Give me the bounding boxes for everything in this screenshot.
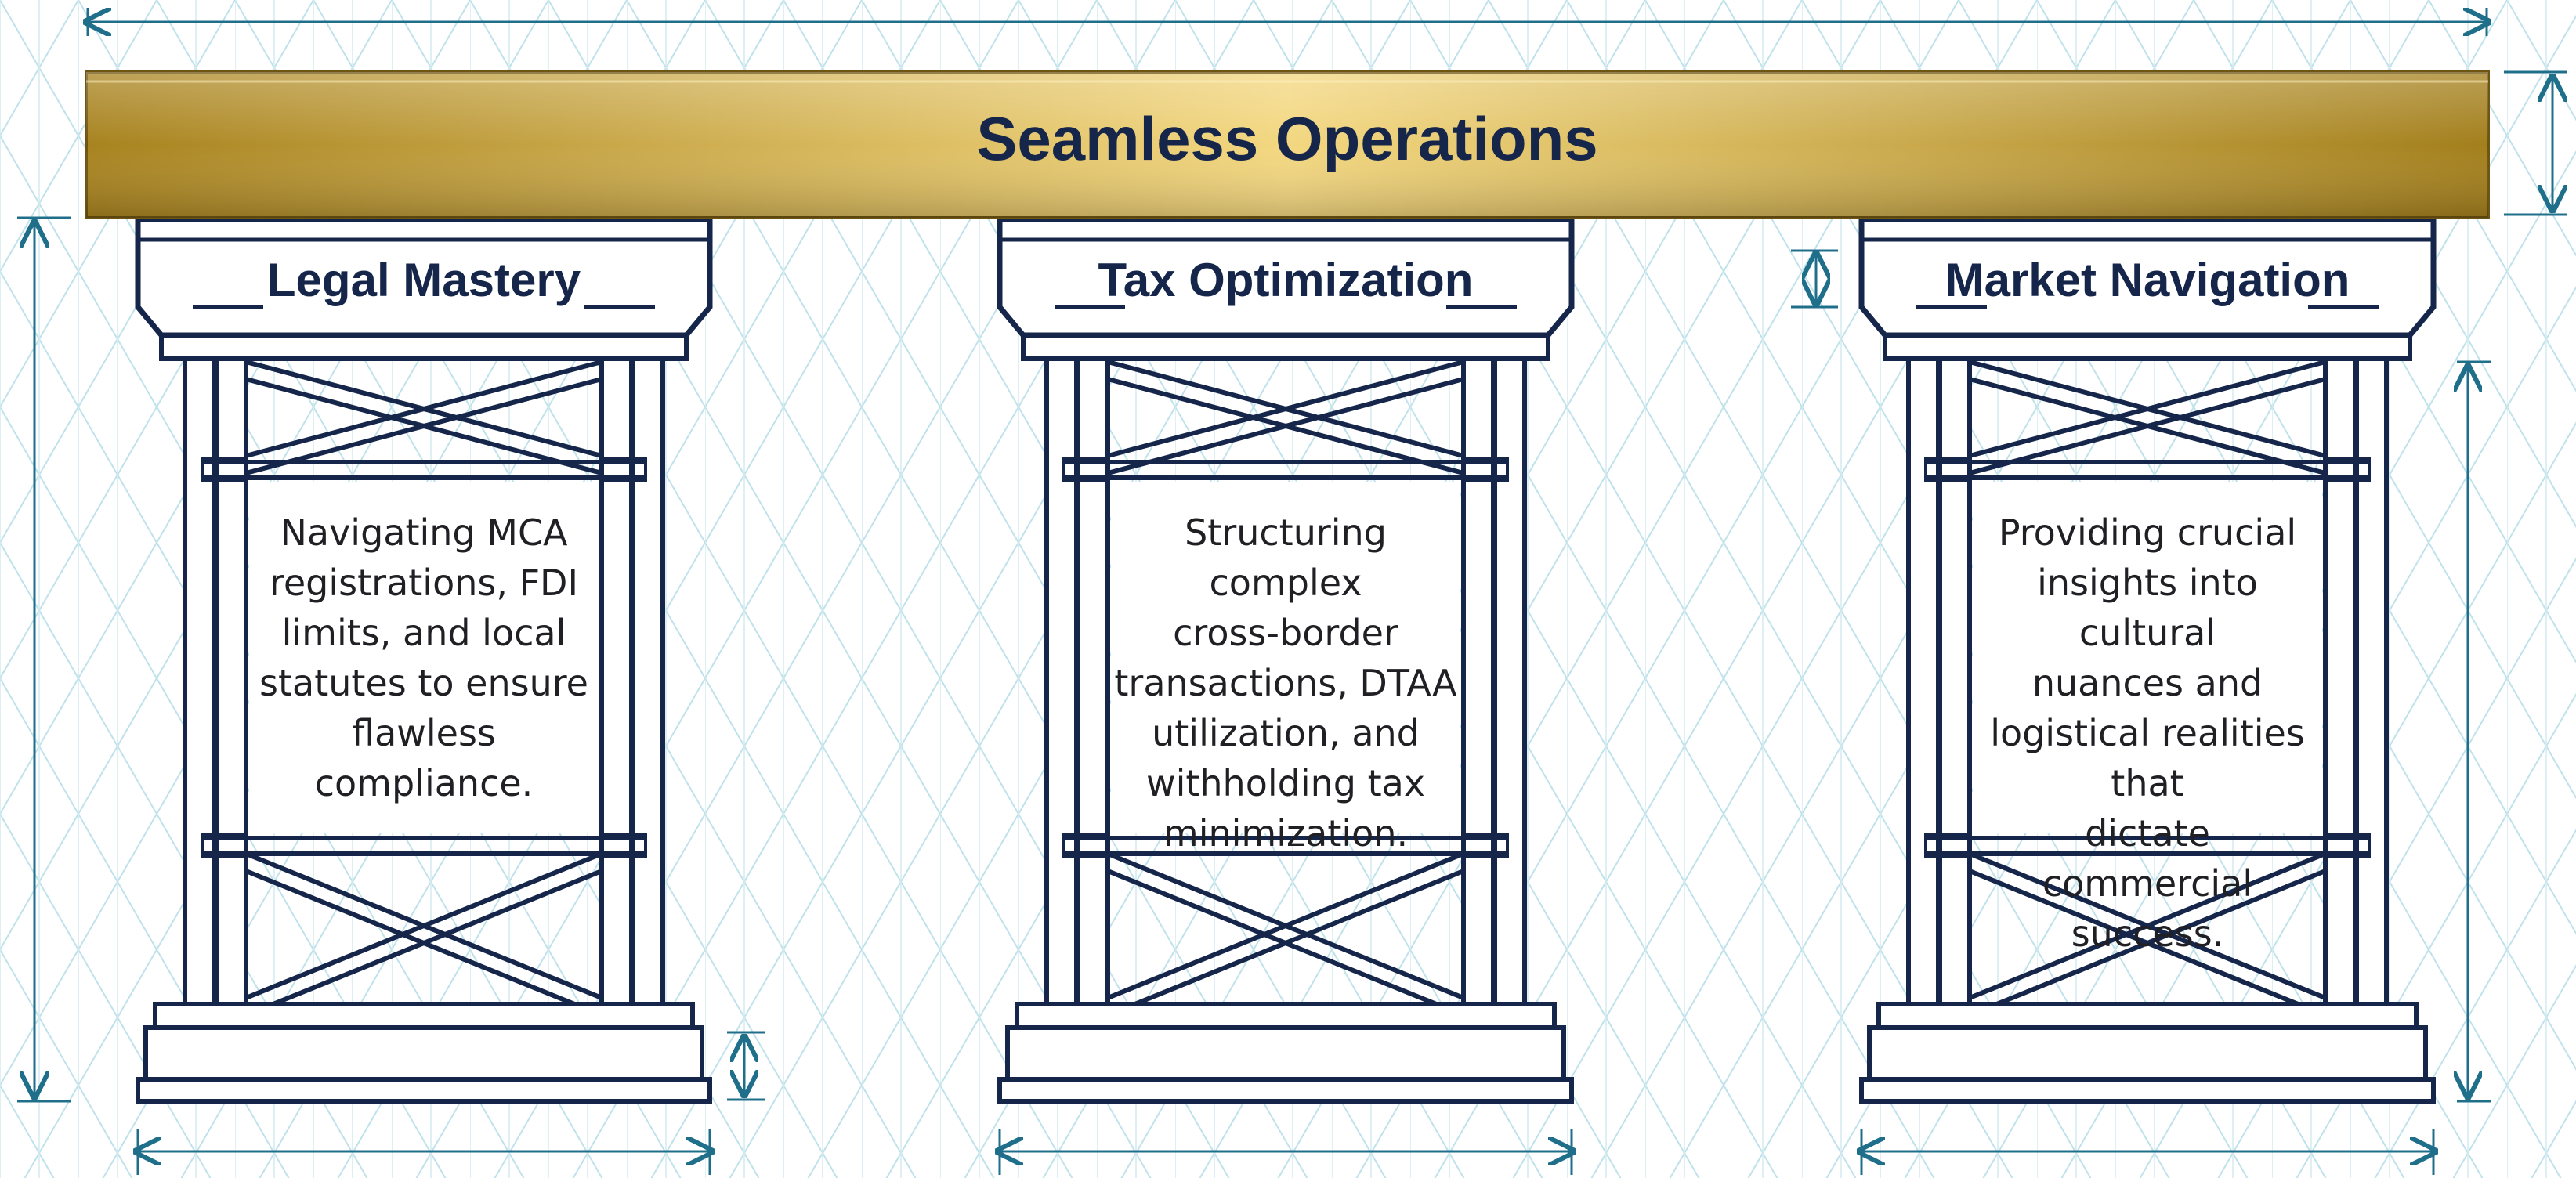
pillar-height-dimension bbox=[17, 216, 71, 1103]
seamless-operations-beam: Seamless Operations bbox=[85, 70, 2490, 219]
pillar-width-dimensions bbox=[138, 1129, 2433, 1175]
beam-height-dimension bbox=[2504, 70, 2567, 216]
pillar-2: Tax Optimization bbox=[997, 216, 1575, 1104]
top-dimension-line bbox=[88, 8, 2487, 36]
pillar-1: Legal Mastery bbox=[135, 216, 713, 1104]
pillar-title: Tax Optimization bbox=[1098, 254, 1474, 306]
pillar-3: Market Navigation bbox=[1858, 216, 2437, 1104]
base-height-dimension bbox=[727, 1031, 765, 1101]
pillar-title: Market Navigation bbox=[1945, 254, 2350, 306]
pillar-description: Structuring complex cross-border transac… bbox=[1114, 511, 1457, 855]
pillar-title: Legal Mastery bbox=[267, 254, 581, 306]
pillar-description: Navigating MCA registrations, FDI limits… bbox=[259, 511, 588, 804]
capital-height-dimension bbox=[1791, 249, 1838, 309]
pillar-description: Providing crucial insights into cultural… bbox=[1990, 511, 2305, 955]
beam-title: Seamless Operations bbox=[976, 104, 1597, 173]
shaft-height-dimension bbox=[2457, 360, 2491, 1103]
